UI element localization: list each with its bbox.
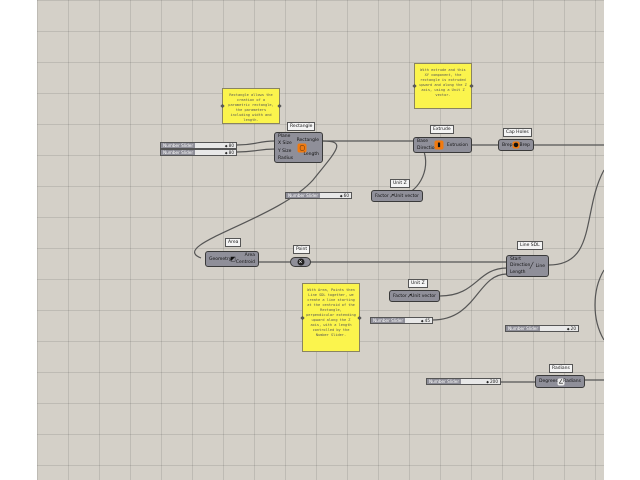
area-tag: Area: [225, 238, 242, 247]
area-component[interactable]: Geometry ◩ Area Centroid: [205, 251, 259, 267]
rectangle-component[interactable]: Plane X Size Y Size Radius ▢ Rectangle L…: [274, 132, 323, 163]
wire: [396, 148, 427, 197]
grasshopper-canvas[interactable]: Rectangle allows the creation of a param…: [37, 0, 604, 480]
left-margin: [0, 0, 37, 480]
input-direction[interactable]: Direction: [417, 146, 438, 151]
wire: [236, 140, 276, 146]
input-start[interactable]: Start: [510, 256, 521, 262]
note-rectangle[interactable]: Rectangle allows the creation of a param…: [222, 88, 280, 124]
output-radians[interactable]: Radians: [563, 379, 581, 384]
input-plane[interactable]: Plane: [278, 134, 291, 140]
line-sdl-tag: Line SDL: [517, 241, 543, 250]
note-extrude[interactable]: With extrude and this XY component, the …: [414, 63, 472, 109]
point-tag: Point: [293, 245, 311, 254]
number-slider[interactable]: Number Slider 45: [370, 317, 433, 324]
input-factor[interactable]: Factor: [375, 193, 389, 199]
number-slider[interactable]: Number Slider 80: [160, 142, 237, 149]
output-brep[interactable]: Brep: [519, 142, 530, 148]
number-slider[interactable]: Number Slider 20: [505, 325, 579, 332]
input-base[interactable]: Base: [417, 139, 428, 144]
wire: [439, 267, 508, 297]
point-component[interactable]: ✕: [290, 257, 311, 267]
output-line[interactable]: Line: [535, 263, 545, 269]
line-icon: ╱: [529, 262, 534, 270]
input-length[interactable]: Length: [510, 270, 526, 276]
output-extrusion[interactable]: Extrusion: [446, 142, 468, 148]
output-length[interactable]: Length: [303, 152, 319, 158]
cap-holes-component[interactable]: Brep ● Brep: [498, 139, 534, 151]
input-direction[interactable]: Direction: [510, 263, 531, 269]
rectangle-icon: ▢: [297, 143, 307, 152]
input-factor[interactable]: Factor: [393, 293, 407, 299]
input-x-size[interactable]: X Size: [278, 141, 292, 147]
cap-holes-tag: Cap Holes: [503, 128, 532, 137]
output-area[interactable]: Area: [244, 253, 255, 258]
output-rectangle[interactable]: Rectangle: [296, 137, 319, 143]
cap-holes-icon: ●: [512, 141, 520, 149]
radians-tag: Radians: [549, 364, 573, 373]
slider-value[interactable]: 200: [486, 379, 498, 385]
number-slider[interactable]: Number Slider 80: [160, 149, 237, 156]
point-icon: ✕: [297, 258, 304, 266]
extrude-icon: ▮: [434, 140, 444, 150]
output-unit-vector[interactable]: Unit vector: [411, 293, 436, 299]
number-slider[interactable]: Number Slider 60: [285, 192, 352, 199]
unit-z-tag-1: Unit Z: [390, 179, 410, 188]
area-icon: ◩: [230, 255, 236, 263]
unit-z-tag-2: Unit Z: [408, 279, 428, 288]
arrow-icon: ↗: [407, 292, 413, 300]
slider-value[interactable]: 20: [567, 326, 576, 332]
wire: [594, 269, 604, 341]
extrude-component[interactable]: Base Direction ▮ Extrusion: [413, 137, 472, 153]
wire: [548, 169, 604, 266]
input-brep[interactable]: Brep: [502, 142, 513, 148]
input-y-size[interactable]: Y Size: [278, 148, 292, 154]
unit-z-component-1[interactable]: Factor ↗ Unit vector: [371, 190, 423, 202]
line-sdl-component[interactable]: Start Direction Length ╱ Line: [506, 255, 549, 277]
input-radius[interactable]: Radius: [278, 155, 294, 161]
wires-layer: [193, 140, 604, 383]
extrude-tag: Extrude: [430, 125, 454, 134]
input-degrees[interactable]: Degrees: [539, 379, 558, 384]
wire: [236, 148, 276, 153]
right-margin: [604, 0, 640, 480]
rectangle-tag: Rectangle: [287, 122, 316, 131]
input-geometry[interactable]: Geometry: [209, 256, 232, 262]
output-unit-vector[interactable]: Unit vector: [394, 193, 419, 199]
wire: [431, 273, 508, 321]
slider-value[interactable]: 80: [225, 143, 234, 149]
radians-component[interactable]: Degrees ∠ Radians: [535, 375, 585, 388]
arrow-icon: ↗: [389, 192, 395, 200]
slider-value[interactable]: 80: [225, 150, 234, 156]
slider-value[interactable]: 60: [340, 193, 349, 199]
slider-value[interactable]: 45: [421, 318, 430, 324]
angle-icon: ∠: [557, 378, 565, 385]
note-line[interactable]: With Area, Points then Line SDL together…: [302, 283, 360, 352]
unit-z-component-2[interactable]: Factor ↗ Unit vector: [389, 290, 440, 302]
output-centroid[interactable]: Centroid: [235, 260, 255, 265]
number-slider[interactable]: Number Slider 200: [426, 378, 501, 385]
